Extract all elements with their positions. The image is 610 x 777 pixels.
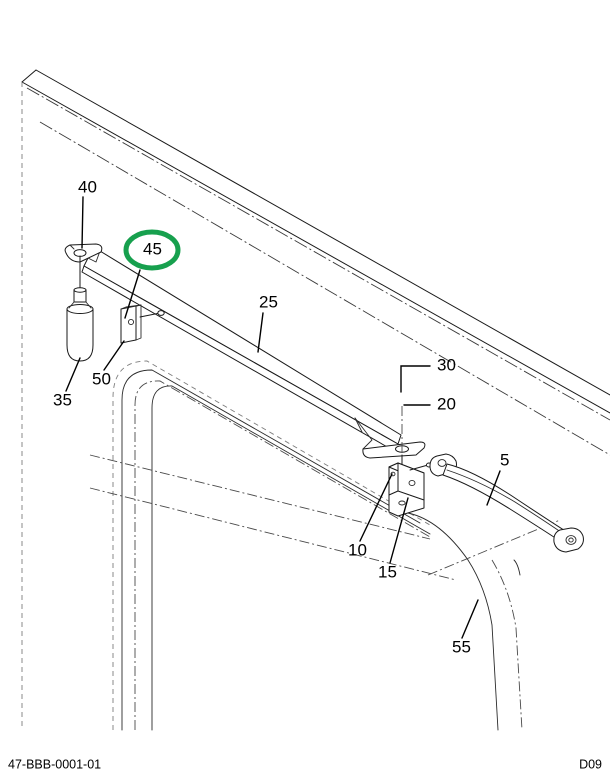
leader-45 xyxy=(124,269,141,319)
strut-cylinder-body xyxy=(66,308,94,362)
centerline-a xyxy=(89,454,431,540)
tab-40-edge xyxy=(69,244,75,250)
footer-page-code: D09 xyxy=(579,757,602,771)
roof-edge-cap xyxy=(21,69,37,83)
pin-50-head xyxy=(157,310,165,316)
pillar-dashdot xyxy=(491,559,523,731)
rod-body-upper-face xyxy=(83,250,402,445)
leader-15 xyxy=(389,497,409,564)
leader-30 xyxy=(400,365,431,393)
handle-eye-left-hole xyxy=(437,459,447,467)
centerline-b xyxy=(89,487,457,581)
clip-45-body xyxy=(120,305,137,344)
leader-40 xyxy=(81,196,84,249)
u-bracket-part-15 xyxy=(388,462,433,517)
roof-edge-top xyxy=(21,81,610,414)
gas-cylinder-part-35 xyxy=(66,255,94,362)
strut-shoulder-r xyxy=(85,301,92,309)
frame-outline-dashed xyxy=(112,360,431,730)
callout-label-50: 50 xyxy=(92,369,111,388)
callout-label-10: 10 xyxy=(348,540,367,559)
pillar-upper-curve xyxy=(407,512,469,561)
bracket-side-pin xyxy=(409,464,429,471)
callout-label-20: 20 xyxy=(437,394,456,413)
rod-bevel xyxy=(354,417,373,450)
strut-shoulder-l xyxy=(68,301,75,309)
callout-label-35: 35 xyxy=(53,390,72,409)
pillar-outer xyxy=(467,559,499,731)
frame-outer-line xyxy=(121,369,421,731)
tab-20-plate xyxy=(362,441,426,459)
rod-chamfer-upper xyxy=(87,250,101,263)
leader-5 xyxy=(486,470,501,506)
leader-lines xyxy=(65,196,501,639)
leader-35 xyxy=(65,357,81,392)
handle-eye-right-hole xyxy=(565,535,577,545)
strut-collar-top xyxy=(73,287,87,293)
callout-label-25: 25 xyxy=(259,292,278,311)
frame-inner-dashdot xyxy=(134,380,431,730)
centerline-c xyxy=(427,519,561,576)
footer-part-number: 47-BBB-0001-01 xyxy=(8,757,101,771)
pillar-top-stub xyxy=(513,559,521,576)
highlight-ellipse-callout-45 xyxy=(123,229,181,271)
leader-55 xyxy=(461,599,479,639)
bracket-hole-right xyxy=(408,479,416,487)
frame-inner-line xyxy=(151,385,431,731)
bracket-hole-back xyxy=(390,471,396,477)
roof-band-1 xyxy=(26,87,610,421)
strut-cylinder-top xyxy=(66,304,94,314)
callout-label-5: 5 xyxy=(500,450,509,469)
tab-40-plate xyxy=(64,243,103,263)
clip-45-hole xyxy=(127,318,135,326)
roof-edge-top-outer xyxy=(35,69,610,396)
roof-band-2 xyxy=(39,121,610,456)
callout-label-55: 55 xyxy=(452,637,471,656)
bracket-hole-bottom xyxy=(398,500,406,506)
handle-bar xyxy=(442,463,571,546)
callout-label-40: 40 xyxy=(78,177,97,196)
assist-rod-part-25 xyxy=(81,250,402,453)
callout-labels: 40 45 25 50 35 30 20 5 10 15 55 xyxy=(53,177,509,656)
rod-body-lower-face xyxy=(81,265,399,453)
door-frame xyxy=(112,360,431,731)
bracket-centerlines xyxy=(89,454,561,581)
handle-eye-right-bore xyxy=(568,537,574,543)
leader-50 xyxy=(103,340,125,371)
leader-25 xyxy=(257,312,264,353)
callout-label-45: 45 xyxy=(143,239,162,258)
callout-label-30: 30 xyxy=(437,355,456,374)
rod-bevel-crease xyxy=(354,417,363,433)
callout-label-15: 15 xyxy=(378,562,397,581)
handle-bar-crease xyxy=(446,469,569,538)
footer: 47-BBB-0001-01 D09 xyxy=(8,757,602,771)
leader-10 xyxy=(359,473,393,542)
cab-roof-panel xyxy=(21,69,610,730)
pin-50-shaft xyxy=(139,312,161,318)
pillar-lower-right xyxy=(407,512,523,731)
retainer-clip-part-45 xyxy=(120,304,165,344)
clip-45-side xyxy=(135,304,142,341)
